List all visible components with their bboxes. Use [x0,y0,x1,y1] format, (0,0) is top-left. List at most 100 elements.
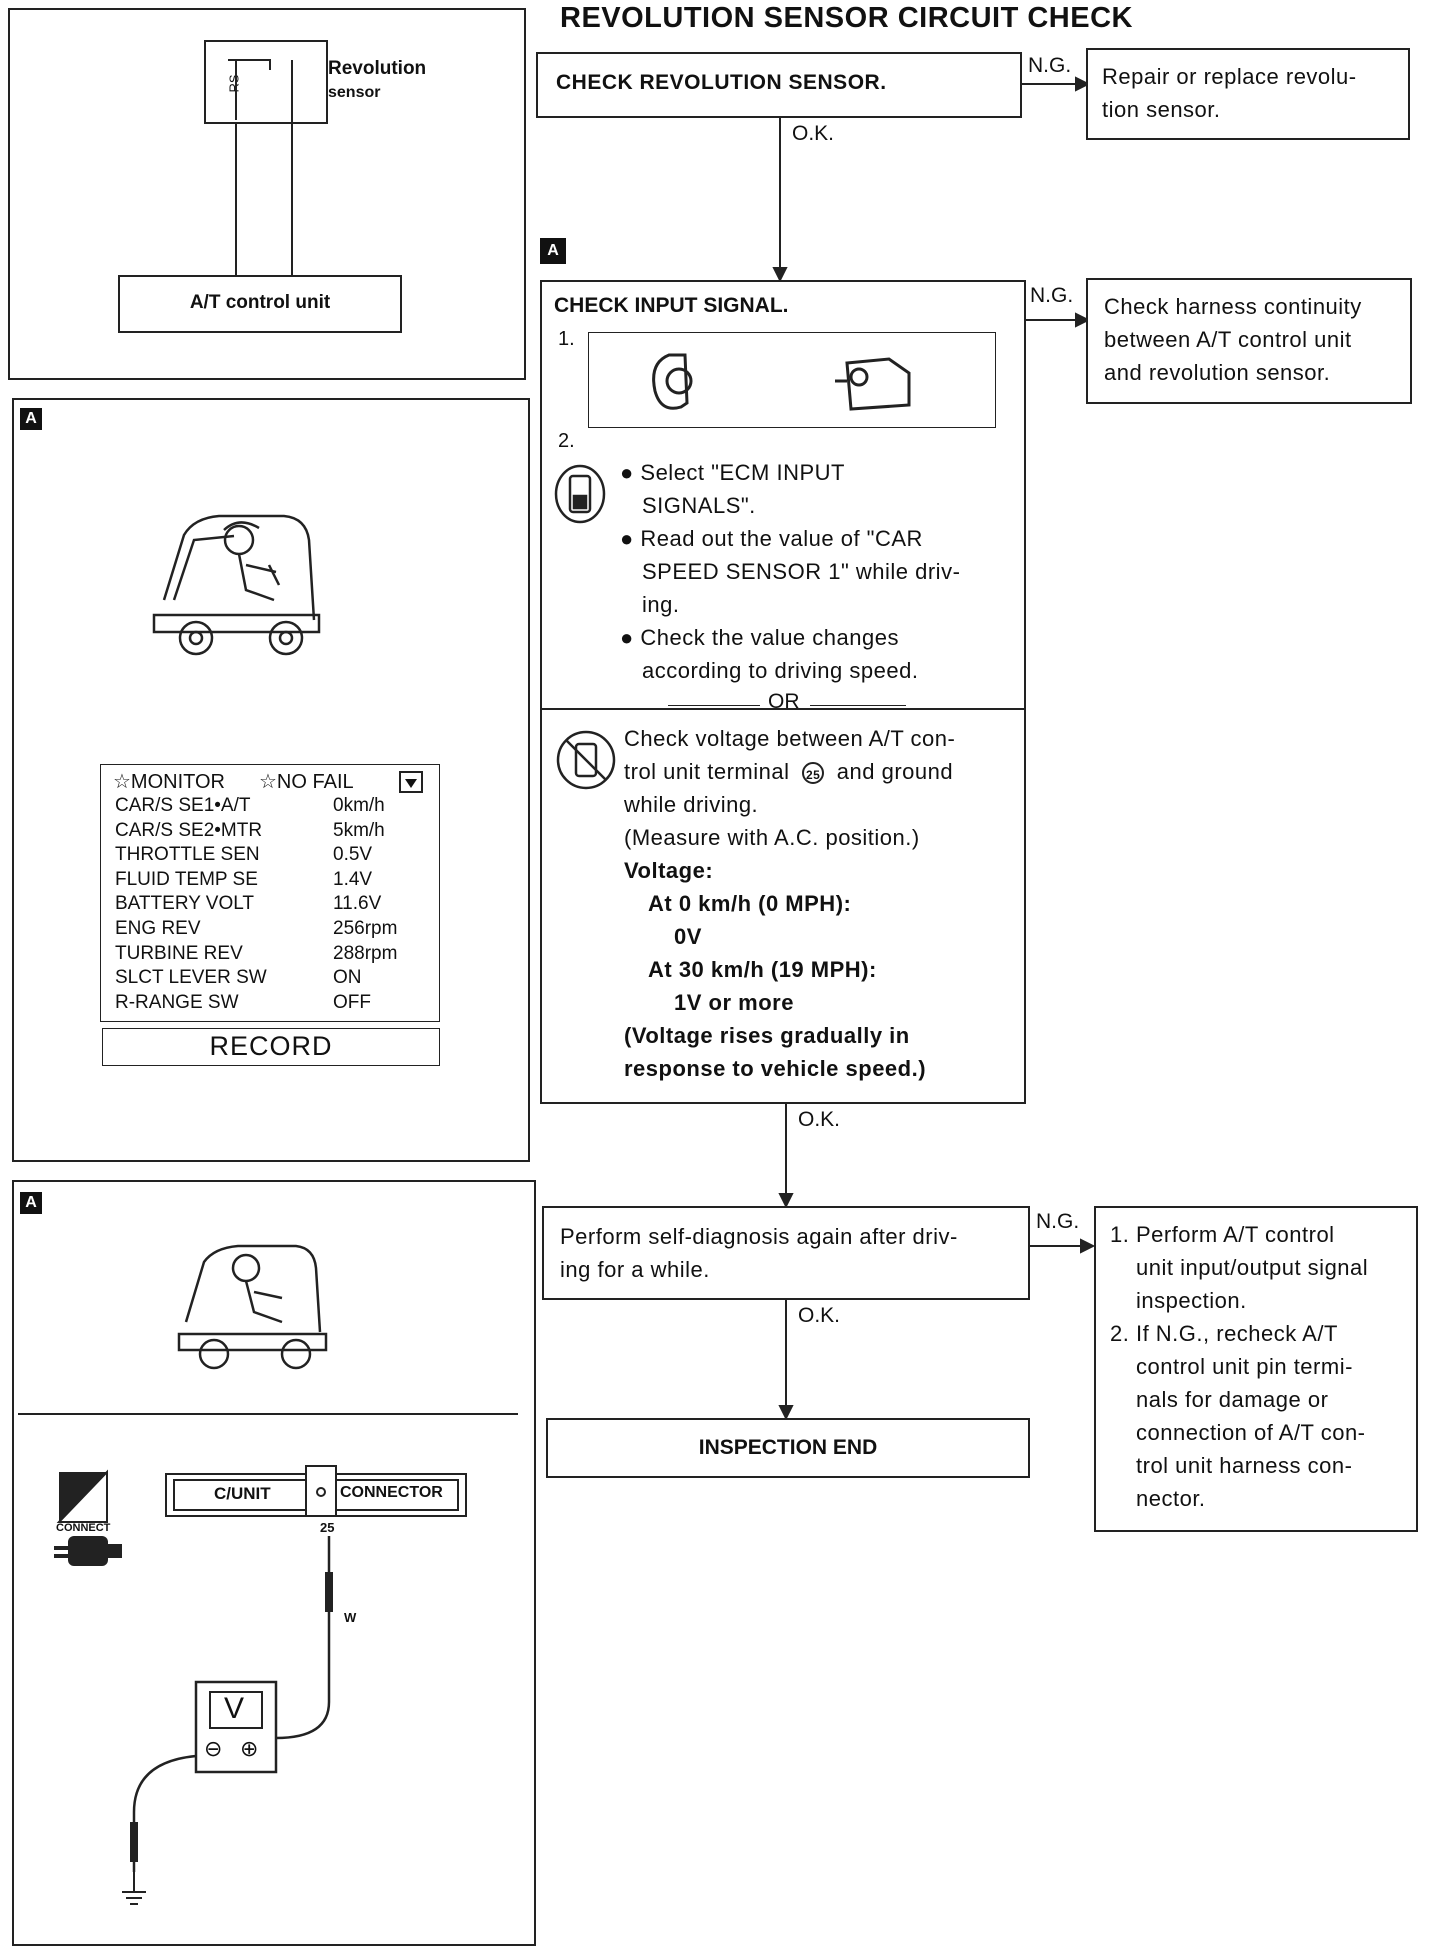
step2-ng-label: N.G. [1030,284,1074,307]
monitor-row-label: TURBINE REV [115,942,243,964]
alt-at30: At 30 km/h (19 MPH): [648,957,877,982]
step3-ng-line-1: 1. Perform A/T control [1110,1222,1335,1247]
step2-ok-label: O.K. [798,1108,841,1131]
step-a-badge-2: A [20,1192,42,1214]
alt-line-2: trol unit terminal 25 and ground [624,755,955,788]
step3-ng-text: 1. Perform A/T control unit input/output… [1110,1218,1368,1515]
step3-ng-line-9: nector. [1136,1486,1206,1511]
monitor-row-label: SLCT LEVER SW [115,967,267,989]
step2-ng-text: Check harness continuity between A/T con… [1104,290,1362,389]
step3-ng-line-3: inspection. [1136,1288,1247,1313]
step3-box: Perform self-diagnosis again after driv-… [542,1206,1030,1300]
monitor-row-label: BATTERY VOLT [115,893,255,915]
voltmeter-symbol: V [224,1692,245,1725]
alt-0v: 0V [674,924,702,949]
monitor-row-value: 256rpm [333,918,398,939]
step1-ok-label: O.K. [792,122,835,145]
wire-color-label: W [344,1610,357,1625]
page-title: REVOLUTION SENSOR CIRCUIT CHECK [560,2,1133,34]
alt-note-2: response to vehicle speed.) [624,1056,927,1081]
step2-ng-line-1: Check harness continuity [1104,294,1362,319]
step2-n1: 1. [558,328,575,350]
alt-line-2a: trol unit terminal [624,759,790,784]
step3-line-2: ing for a while. [560,1257,710,1282]
step1-ng-text: Repair or replace revolu- tion sensor. [1102,64,1357,122]
alt-note-1: (Voltage rises gradually in [624,1023,910,1048]
step2-n2: 2. [558,430,575,452]
or-label: OR [768,690,800,713]
step3-ok-label: O.K. [798,1304,841,1327]
sensor-label: Revolution [328,58,427,79]
step2-alt-text: Check voltage between A/T con- trol unit… [624,722,955,1085]
sensor-label-2: sensor [328,84,381,101]
step2-title: CHECK INPUT SIGNAL. [554,294,789,317]
monitor-row-label: CAR/S SE1•A/T [115,795,251,816]
step2-bullet-2b: SPEED SENSOR 1" while driv- [642,559,961,584]
step3-ng-line-5: control unit pin termi- [1136,1354,1353,1379]
monitor-row-value: 288rpm [333,942,398,964]
consult-handheld-icon [554,464,606,524]
record-button[interactable]: RECORD [102,1028,440,1066]
alt-line-2b: and ground [836,759,954,784]
step2-bullet-3a: ● Check the value changes [620,625,899,650]
monitor-row-label: ENG REV [115,918,201,939]
monitor-row-value: 1.4V [333,868,373,890]
step3-ng-box: 1. Perform A/T control unit input/output… [1094,1206,1418,1532]
plus-terminal: ⊕ [240,1736,259,1761]
cunit-label: C/UNIT [214,1484,271,1503]
revolution-sensor-box [204,40,328,124]
minus-terminal: ⊖ [204,1736,223,1761]
record-label: RECORD [209,1031,333,1061]
step2-bullets: ● Select "ECM INPUT SIGNALS". ● Read out… [620,456,960,687]
monitor-row-value: OFF [333,991,371,1013]
alt-line-3: while driving. [624,792,759,817]
step2-bullet-1b: SIGNALS". [642,493,756,518]
step1-ng-label: N.G. [1028,54,1072,77]
step1-ng-box: Repair or replace revolu- tion sensor. [1086,48,1410,140]
pin-25-label: 25 [320,1520,335,1535]
at-control-unit-box [118,275,402,333]
step-a-marker: A [540,238,566,264]
monitor-row-value: ON [333,967,362,989]
monitor-row-label: CAR/S SE2•MTR [115,819,263,841]
scroll-down-icon[interactable] [399,771,423,793]
alt-at0: At 0 km/h (0 MPH): [648,891,852,916]
step2-ng-box: Check harness continuity between A/T con… [1086,278,1412,404]
monitor-row-label: THROTTLE SEN [115,844,260,866]
step1-label: CHECK REVOLUTION SENSOR. [556,71,887,94]
or-divider-right [810,705,906,706]
alt-1v: 1V or more [674,990,794,1015]
step3-ng-line-2: unit input/output signal [1136,1255,1369,1280]
alt-line-4: (Measure with A.C. position.) [624,825,920,850]
consult-icons-box [588,332,996,428]
monitor-row-value: 0km/h [333,795,385,816]
monitor-row-value: 5km/h [333,819,385,841]
step2-bullet-1a: ● Select "ECM INPUT [620,460,845,485]
step3-ng-line-7: connection of A/T con- [1136,1420,1366,1445]
voltage-diagram [18,1244,518,1905]
wiring-panel: Revolution sensor RS 25 38 A/T control u… [8,8,526,380]
step3-line-1: Perform self-diagnosis again after driv- [560,1224,958,1249]
consult-tool-icon [652,353,911,411]
monitor-row-label: FLUID TEMP SE [115,868,258,890]
step3-text: Perform self-diagnosis again after driv-… [560,1220,958,1286]
step3-ng-label: N.G. [1036,1210,1080,1233]
wiring-lines [228,59,293,275]
monitor-row-value: 11.6V [333,893,382,915]
step2-bullet-2a: ● Read out the value of "CAR [620,526,923,551]
monitor-header-left: ☆MONITOR [113,771,226,793]
connector-label: CONNECTOR [340,1484,443,1501]
inspection-end-label: INSPECTION END [698,1436,878,1459]
step2-bullet-3b: according to driving speed. [642,658,919,683]
alt-voltage: Voltage: [624,858,714,883]
step3-ng-line-6: nals for damage or [1136,1387,1329,1412]
monitor-header-right: ☆NO FAIL [259,771,354,793]
or-divider-left [668,705,760,706]
hs-label: H.S. [82,1508,102,1519]
step2-box: CHECK INPUT SIGNAL. 1. 2. ● Select "ECM … [540,280,1026,1104]
step1-box: CHECK REVOLUTION SENSOR. [536,52,1022,118]
step2-bullet-2c: ing. [642,592,680,617]
